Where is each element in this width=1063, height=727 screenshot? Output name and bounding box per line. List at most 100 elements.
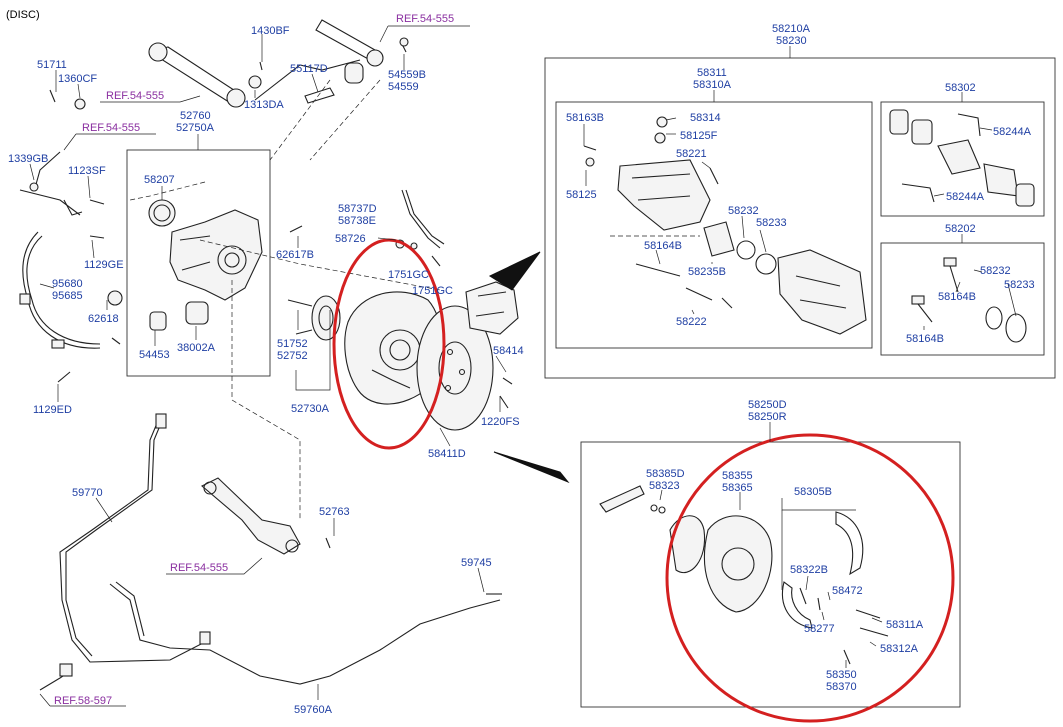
knuckle-drawing [89,199,303,345]
part-label-58163B: 58163B [566,112,604,124]
part-label-51711: 51711 [37,59,67,71]
part-label-58322B: 58322B [790,564,828,576]
part-label-58244A-upper: 58244A [993,126,1032,138]
part-label-58250R: 58250R [748,411,787,423]
upper-arm-drawing [19,19,409,216]
part-label-58164B-caliper: 58164B [644,240,682,252]
part-label-1220FS: 1220FS [481,416,520,428]
part-label-58202: 58202 [945,223,976,235]
part-label-1751GC-lower: 1751GC [412,285,453,297]
part-label-58726: 58726 [335,233,366,245]
part-label-58210A: 58210A [772,23,811,35]
hub-bearing-drawing [287,295,341,341]
part-label-38002A: 38002A [177,342,216,354]
part-label-52760: 52760 [180,110,211,122]
knuckle-group-box [126,149,271,377]
part-label-58232-caliper: 58232 [728,205,759,217]
part-label-58125F: 58125F [680,130,718,142]
ref-label-lower-arm: REF.54-555 [170,562,228,574]
part-label-1313DA: 1313DA [244,99,284,111]
part-label-58312A: 58312A [880,643,919,655]
part-label-58350: 58350 [826,669,857,681]
part-label-58311A: 58311A [886,619,924,631]
parking-brake-box [580,441,961,708]
part-label-58233-pin: 58233 [1004,279,1035,291]
caliper-assembly-box [544,57,1056,379]
part-label-1360CF: 1360CF [58,73,97,85]
part-label-52763: 52763 [319,506,350,518]
ref-underline-mid [63,133,156,151]
caliper-small-drawing [395,189,519,335]
ref-label-upper-arm: REF.54-555 [106,90,164,102]
part-label-59770: 59770 [72,487,103,499]
part-label-55117D: 55117D [290,63,328,75]
ref-underline-cable [39,693,126,707]
highlight-circle-backing-plate [332,238,446,450]
part-label-58370: 58370 [826,681,857,693]
ref-underline-lower-arm [166,557,263,575]
part-label-95680: 95680 [52,278,83,290]
assembly-dashes [129,79,700,520]
part-label-58414: 58414 [493,345,524,357]
guide-pin-drawing [911,257,1027,343]
highlight-circle-parking-brake [665,433,955,723]
part-label-58472: 58472 [832,585,863,597]
part-label-58277: 58277 [804,623,835,635]
part-label-58411D: 58411D [428,448,466,460]
part-label-58164B-pin-upper: 58164B [938,291,976,303]
part-label-58305B: 58305B [794,486,832,498]
part-label-59745: 59745 [461,557,492,569]
callout-pointer-upper [488,251,541,291]
part-label-1123SF: 1123SF [68,165,106,177]
ref-underline-upper-arm [100,95,201,103]
part-label-58355: 58355 [722,470,753,482]
part-label-58235B: 58235B [688,266,726,278]
part-label-58244A-lower: 58244A [946,191,985,203]
part-label-58250D: 58250D [748,399,787,411]
part-label-59760A: 59760A [294,704,333,716]
guide-pin-box [880,242,1045,356]
part-label-58385D: 58385D [646,468,685,480]
part-label-58233-caliper: 58233 [756,217,787,229]
part-label-58222: 58222 [676,316,707,328]
part-label-58221: 58221 [676,148,707,160]
abs-sensor-cable [19,231,101,383]
part-label-51752: 51752 [277,338,308,350]
lower-arm-drawing [201,477,331,555]
ref-label-mid: REF.54-555 [82,122,140,134]
part-label-52730A: 52730A [291,403,330,415]
part-label-58738E: 58738E [338,215,376,227]
ref-label-top: REF.54-555 [396,13,454,25]
part-label-58737D: 58737D [338,203,377,215]
part-label-52752: 52752 [277,350,308,362]
part-label-58311: 58311 [697,67,727,79]
diagram-title: (DISC) [6,9,40,21]
part-label-58125: 58125 [566,189,597,201]
part-label-1751GC-upper: 1751GC [388,269,429,281]
part-label-95685: 95685 [52,290,83,302]
part-label-58207: 58207 [144,174,175,186]
callout-pointer-lower [493,451,570,484]
ref-underline-top [379,25,470,43]
part-label-54559: 54559 [388,81,419,93]
caliper-body-drawing [583,116,867,335]
part-label-58365: 58365 [722,482,753,494]
brake-pads-box [880,101,1045,217]
part-label-1129ED: 1129ED [33,404,72,416]
part-label-58314: 58314 [690,112,721,124]
parking-brake-drawing [599,485,889,665]
part-label-58164B-pin-lower: 58164B [906,333,944,345]
part-label-58232-pin: 58232 [980,265,1011,277]
part-label-1430BF: 1430BF [251,25,290,37]
part-label-62617B: 62617B [276,249,314,261]
part-label-62618: 62618 [88,313,119,325]
ref-label-cable: REF.58-597 [54,695,112,707]
leader-lines [29,34,1017,700]
part-label-54453: 54453 [139,349,170,361]
part-label-58323: 58323 [649,480,680,492]
part-label-58302: 58302 [945,82,976,94]
part-label-1129GE: 1129GE [84,259,124,271]
part-label-52750A: 52750A [176,122,215,134]
part-label-54559B: 54559B [388,69,426,81]
